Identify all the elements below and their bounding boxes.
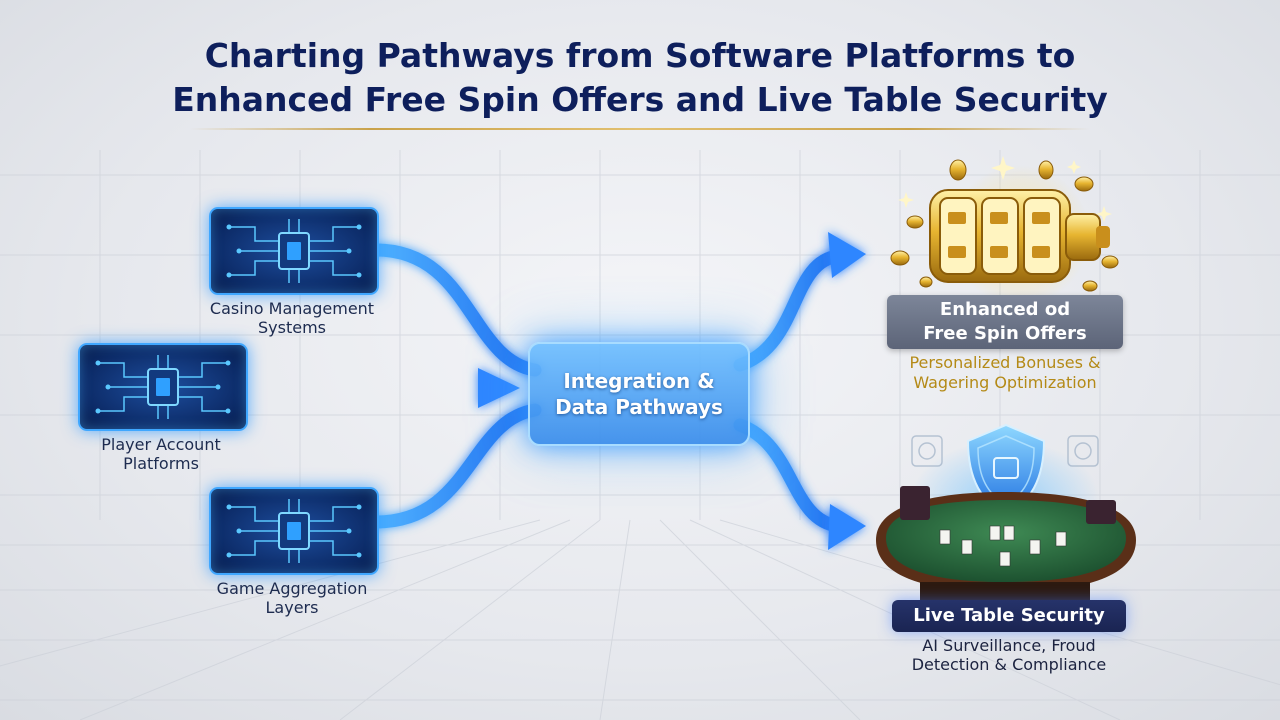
integration-hub: Integration & Data Pathways [528,342,750,446]
free-spins-title: Enhanced ᴏd Free Spin Offers [887,295,1123,349]
flow-to-live-table [733,418,845,533]
source-label-casino-management: Casino Management Systems [209,299,375,337]
page-title-line-1: Charting Pathways from Software Platform… [204,36,1076,75]
arrowhead-free-spins [828,232,866,278]
arrowhead-live-table [828,504,866,550]
hub-label: Integration & Data Pathways [555,369,723,419]
cpu-chip-icon [209,487,379,575]
flow-game-aggregation [369,403,542,529]
live-table-subtitle: AI Surveillance, Froud Detection & Compl… [911,636,1107,674]
arrowhead-hub [478,368,520,408]
flow-casino-management [369,243,542,377]
title-divider [190,128,1090,130]
flow-to-free-spins [733,249,845,372]
source-label-game-aggregation: Game Aggregation Layers [216,579,368,617]
free-spins-subtitle: Personalized Bonuses & Wagering Optimiza… [909,353,1101,392]
cpu-chip-icon [209,207,379,295]
live-table-title: Live Table Security [892,600,1126,632]
cpu-chip-icon [78,343,248,431]
page-title-line-2: Enhanced Free Spin Offers and Live Table… [172,80,1108,119]
source-label-player-account: Player Account Platforms [101,435,221,473]
